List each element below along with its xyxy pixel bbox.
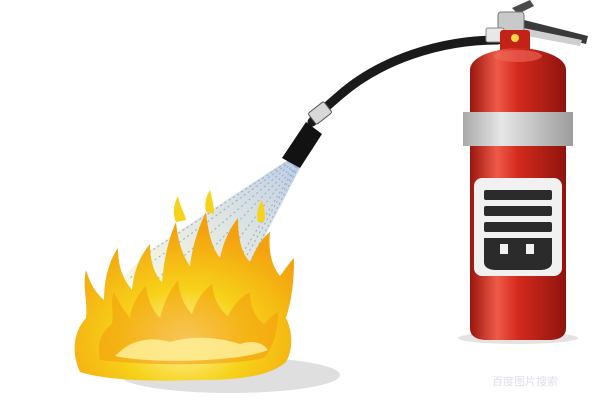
watermark-text: 百度图片搜索	[492, 374, 558, 388]
extinguisher-band	[463, 112, 573, 146]
extinguisher-hose	[282, 35, 503, 168]
fire-extinguisher-icon	[463, 48, 573, 340]
fire-flame-icon	[74, 190, 294, 381]
extinguisher-valve-handle	[485, 0, 588, 52]
